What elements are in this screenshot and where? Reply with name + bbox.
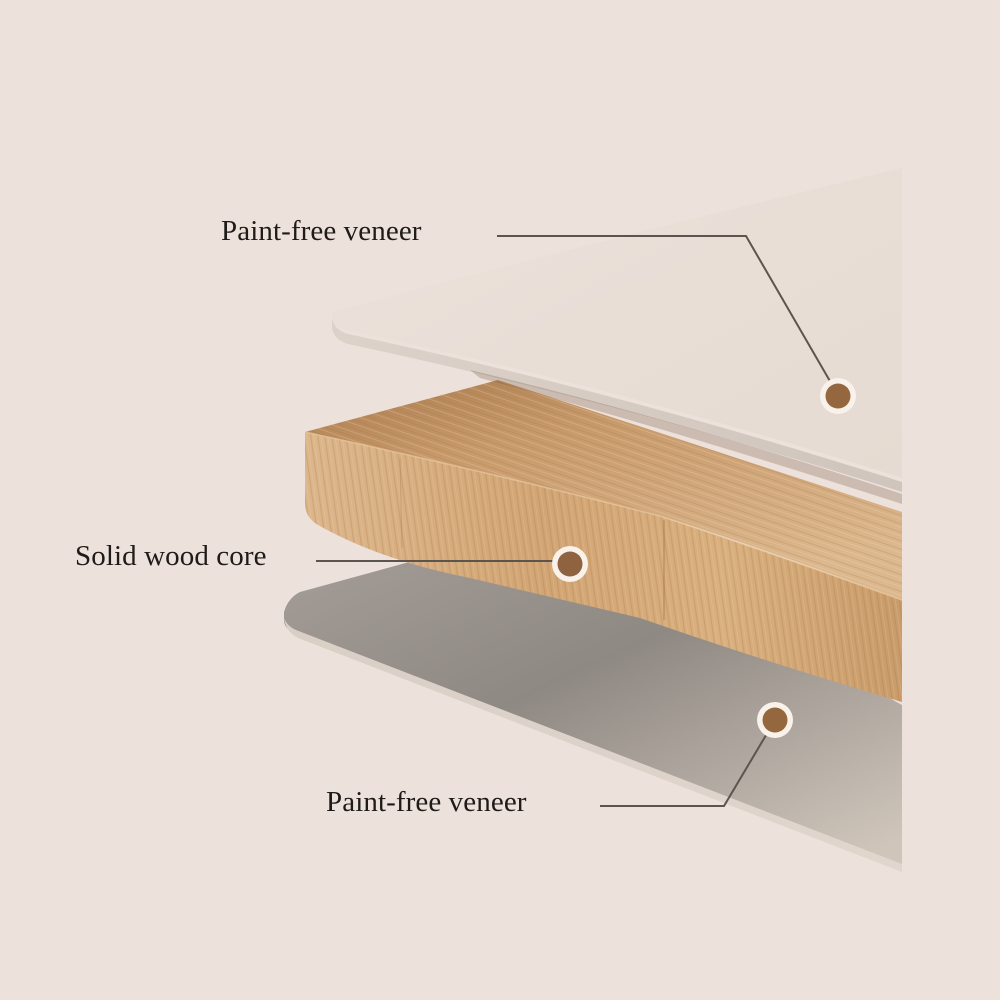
marker-wood-core-icon[interactable] — [552, 546, 588, 582]
callout-lines — [316, 235, 839, 807]
marker-bottom-veneer-icon[interactable] — [757, 702, 793, 738]
marker-top-veneer-icon[interactable] — [820, 378, 856, 414]
label-top-veneer: Paint-free veneer — [221, 215, 422, 247]
label-bottom-veneer: Paint-free veneer — [326, 786, 527, 818]
label-wood-core: Solid wood core — [75, 540, 267, 572]
callout-line-bottom-veneer — [600, 719, 776, 807]
wood-core-layer — [304, 380, 902, 702]
top-veneer-layer — [332, 168, 902, 504]
callout-line-top-veneer — [497, 235, 839, 396]
